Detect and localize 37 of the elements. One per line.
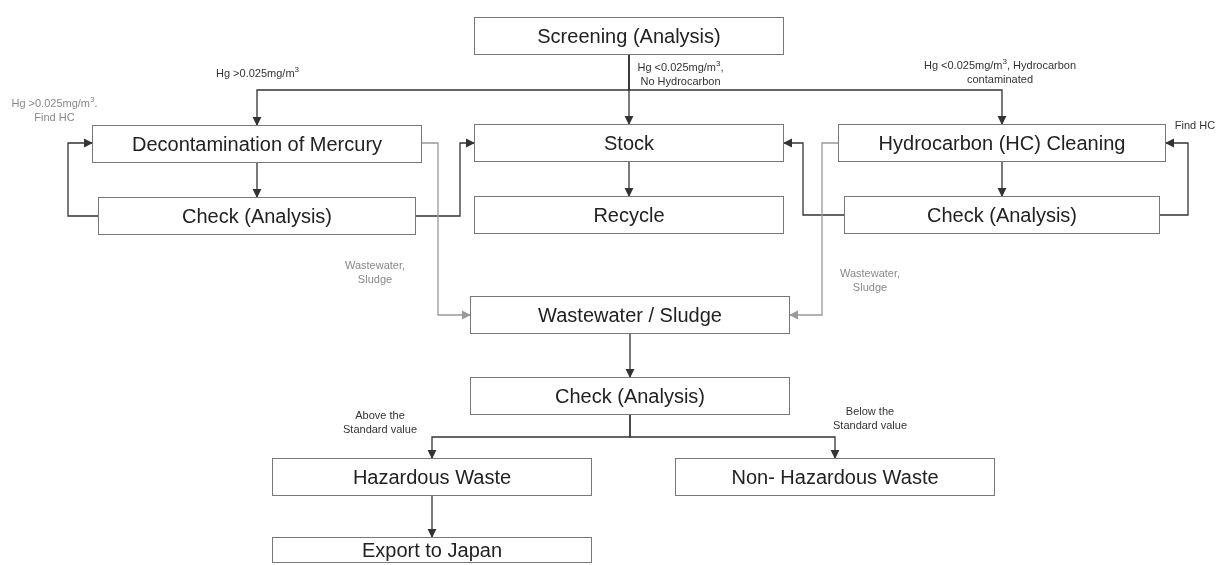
arrow bbox=[783, 138, 845, 216]
arrow bbox=[628, 54, 1007, 125]
process-box bbox=[272, 458, 592, 496]
arrow bbox=[624, 161, 634, 197]
arrow bbox=[625, 333, 635, 378]
process-box bbox=[675, 458, 995, 496]
process-box bbox=[470, 377, 790, 415]
box-label: Decontamination of Mercury bbox=[131, 132, 383, 156]
arrow bbox=[997, 161, 1007, 197]
arrow bbox=[1159, 138, 1189, 216]
process-box bbox=[474, 17, 784, 55]
box-label: Recycle bbox=[593, 203, 665, 227]
box-label: Screening (Analysis) bbox=[537, 24, 721, 48]
box-label: Export to Japan bbox=[361, 538, 503, 562]
process-box bbox=[98, 197, 416, 235]
box-label: Check (Analysis) bbox=[181, 204, 332, 228]
box-label: Wastewater / Sludge bbox=[538, 303, 722, 327]
process-box bbox=[92, 125, 422, 163]
box-label: Hydrocarbon (HC) Cleaning bbox=[878, 131, 1126, 155]
arrow bbox=[67, 138, 99, 217]
process-box bbox=[470, 296, 790, 334]
box-label: Check (Analysis) bbox=[926, 203, 1077, 227]
arrow bbox=[252, 162, 262, 198]
arrow bbox=[421, 142, 471, 320]
box-label: Hazardous Waste bbox=[352, 465, 512, 489]
box-label: Stock bbox=[604, 131, 654, 155]
arrow bbox=[629, 414, 840, 459]
arrow bbox=[789, 142, 839, 320]
box-label: Non- Hazardous Waste bbox=[731, 465, 939, 489]
process-box bbox=[838, 124, 1166, 162]
process-box bbox=[474, 196, 784, 234]
arrow bbox=[427, 495, 437, 538]
process-box bbox=[474, 124, 784, 162]
arrow bbox=[415, 138, 475, 217]
box-label: Check (Analysis) bbox=[554, 384, 705, 408]
process-box bbox=[844, 196, 1160, 234]
process-box bbox=[272, 537, 592, 563]
